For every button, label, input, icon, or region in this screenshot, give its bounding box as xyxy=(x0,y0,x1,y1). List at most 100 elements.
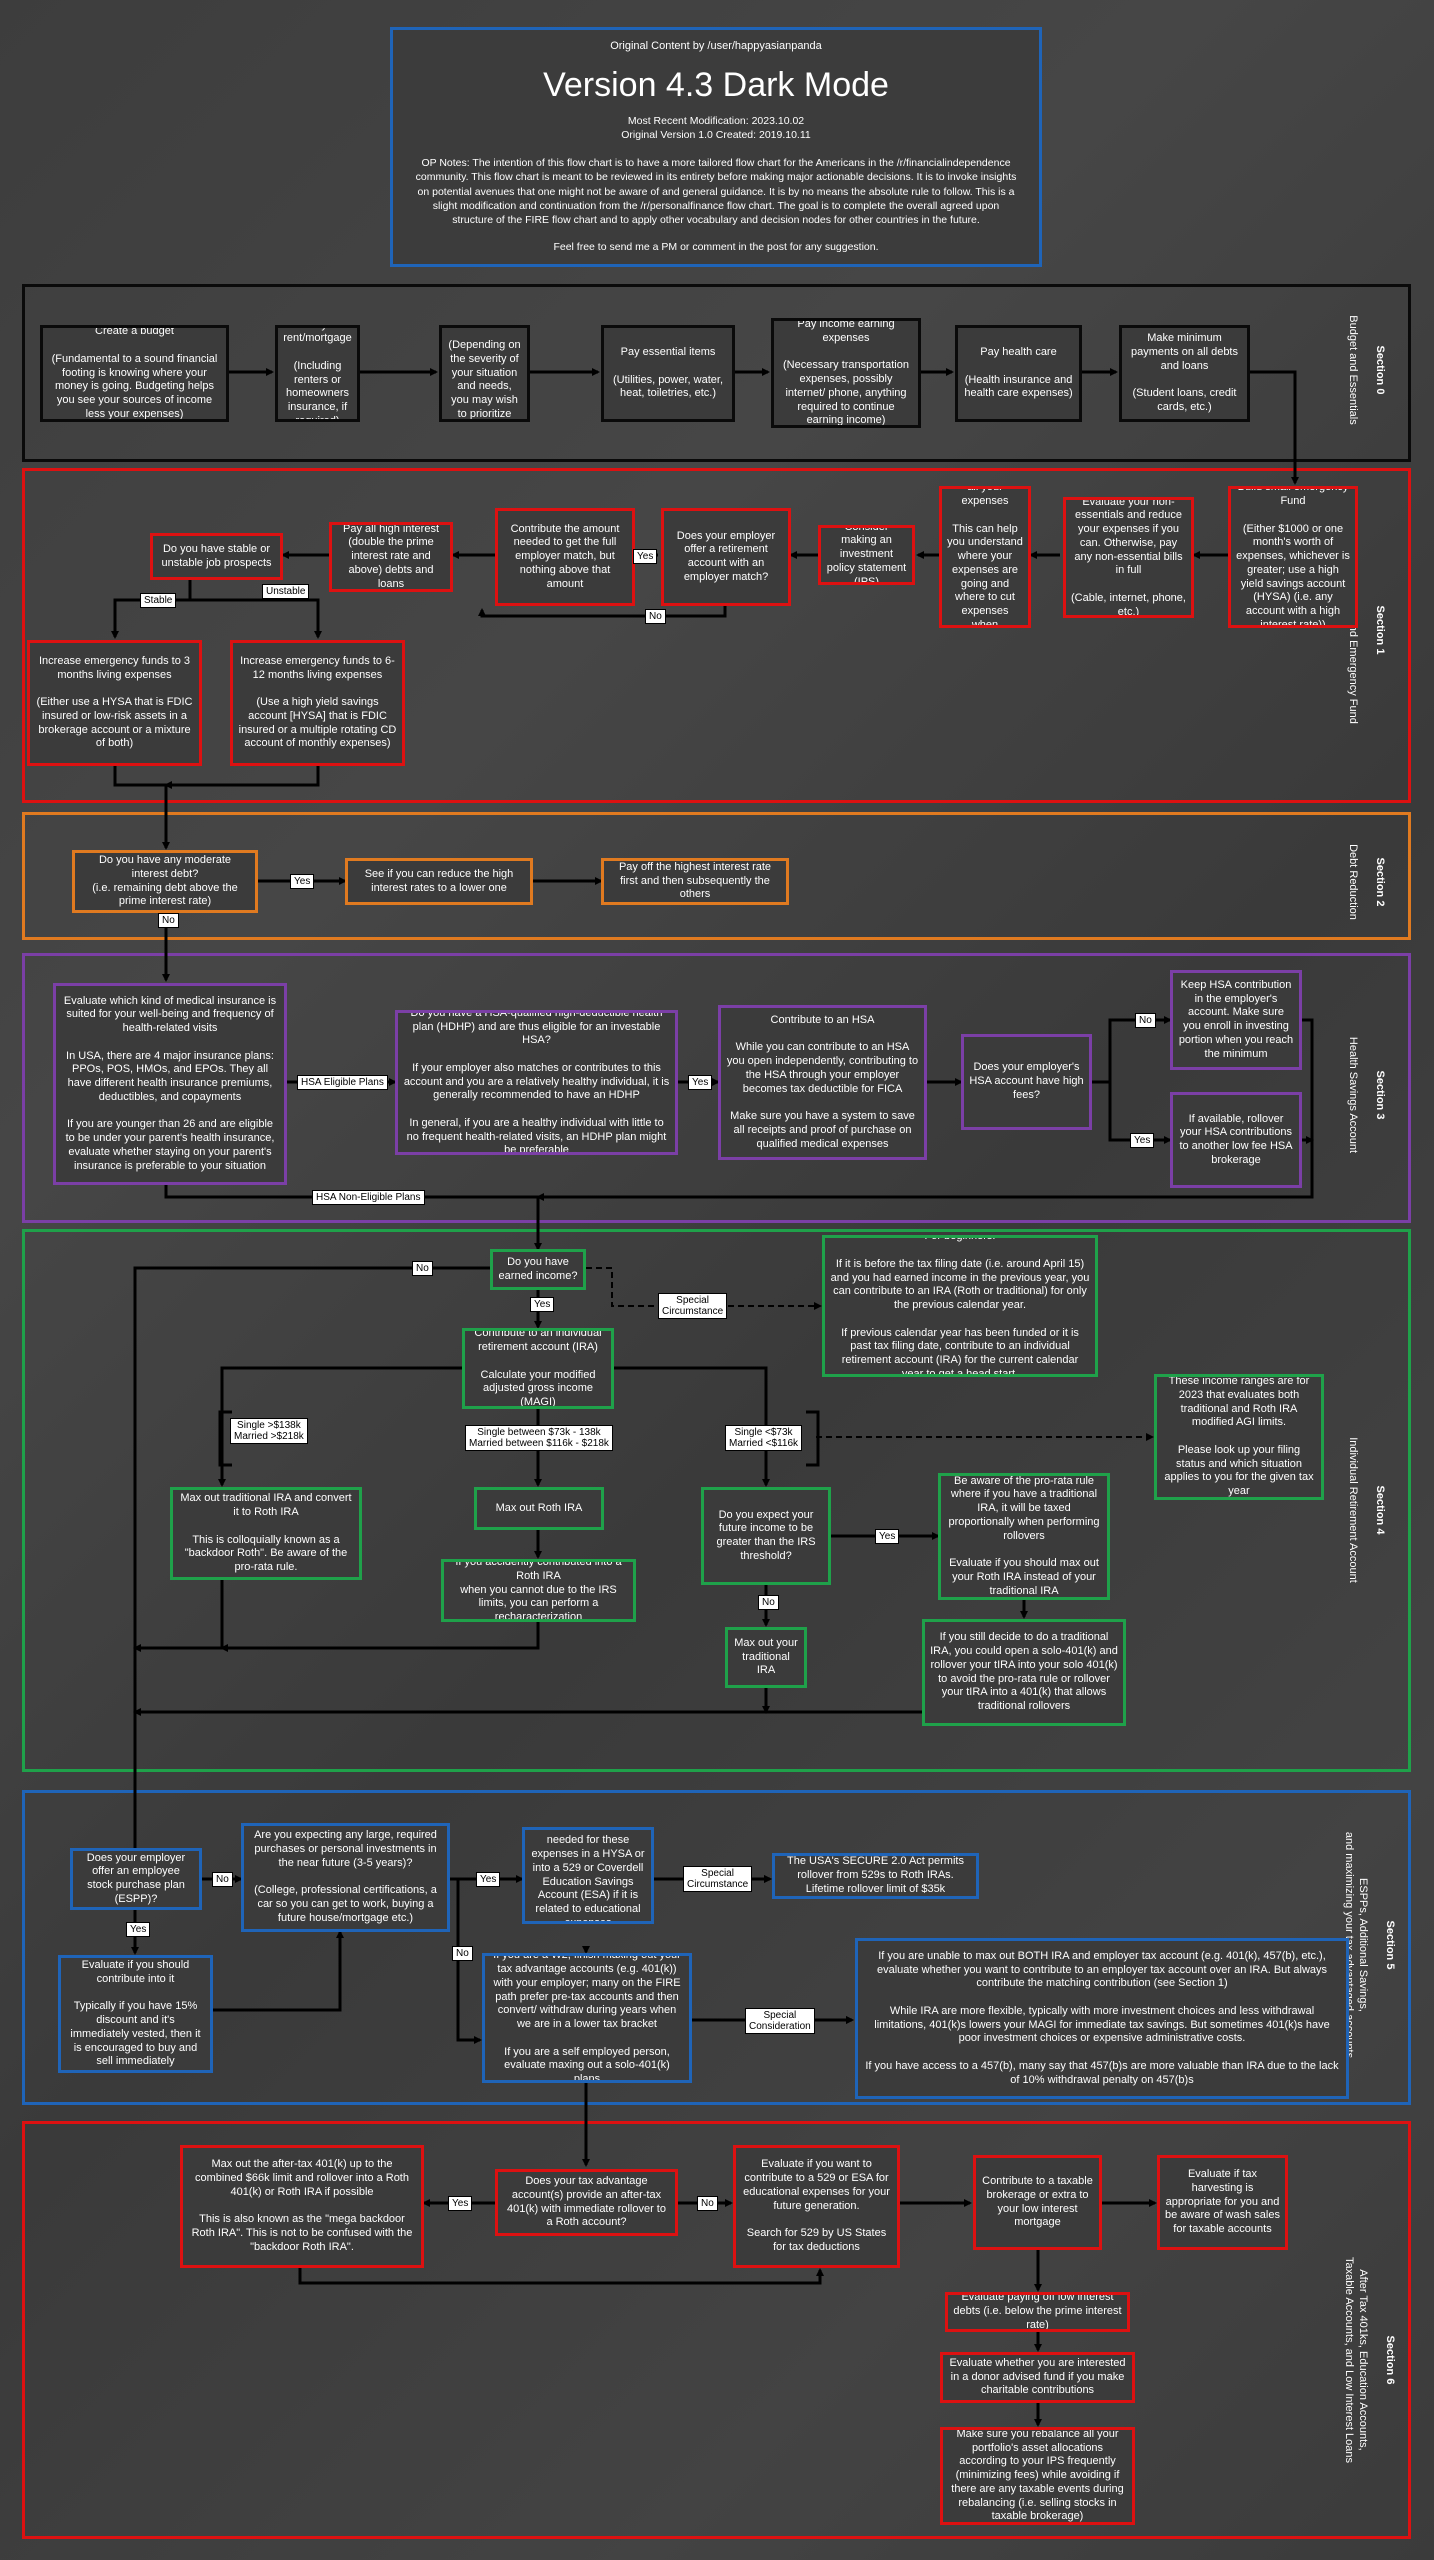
node-espp-question-text: Does your employer offer an employee sto… xyxy=(86,1851,186,1905)
section-6-label: Section 6 After Tax 401ks, Education Acc… xyxy=(1341,2240,1410,2480)
node-pay-health-care: Pay health care (Health insurance and he… xyxy=(955,325,1082,422)
node-backdoor-roth: Max out traditional IRA and convert it t… xyxy=(170,1487,362,1580)
edge-min-smallef xyxy=(1250,370,1299,485)
node-large-purchases-question-text: Are you expecting any large, required pu… xyxy=(254,1829,437,1924)
node-education-accounts-text: Evaluate if you want to contribute to a … xyxy=(743,2158,890,2253)
node-pay-income-expenses-text: Pay income earning expenses (Necessary t… xyxy=(783,318,909,427)
tag-income-low: Single <$73k Married <$116k xyxy=(725,1425,803,1451)
node-low-interest-debts: Evaluate paying off low interest debts (… xyxy=(945,2292,1130,2332)
node-track-expenses-text: Keep track of all your expenses This can… xyxy=(947,486,1023,628)
edge-mega-loop xyxy=(298,2268,824,2285)
node-medical-insurance: Evaluate which kind of medical insurance… xyxy=(53,983,287,1185)
tag-stable: Stable xyxy=(140,593,177,608)
section-4-frame xyxy=(22,1229,1411,1772)
node-keep-hsa: Keep HSA contribution in the employer's … xyxy=(1170,970,1302,1070)
node-small-emergency-fund-text: Build small emergency Fund (Either $1000… xyxy=(1236,486,1350,628)
node-emergency-6-12-months: Increase emergency funds to 6-12 months … xyxy=(230,640,405,766)
node-rollover-hsa-text: If available, rollover your HSA contribu… xyxy=(1179,1112,1293,1166)
tag-espp-yes: Yes xyxy=(126,1922,151,1937)
node-contribute-match: Contribute the amount needed to get the … xyxy=(495,508,635,606)
node-reduce-interest-text: See if you can reduce the high interest … xyxy=(364,867,514,894)
tag-fees-yes: Yes xyxy=(1130,1133,1155,1148)
node-pay-income-expenses: Pay income earning expenses (Necessary t… xyxy=(771,318,921,428)
section-3-number: Section 3 xyxy=(1374,1070,1387,1120)
tag-match-no: No xyxy=(645,609,666,624)
node-income-ranges-note: These income ranges are for 2023 that ev… xyxy=(1154,1374,1324,1500)
node-secure-act: The USA's SECURE 2.0 Act permits rollove… xyxy=(772,1853,979,1899)
node-create-budget: Create a budget (Fundamental to a sound … xyxy=(40,325,229,422)
node-pay-health-care-text: Pay health care (Health insurance and he… xyxy=(964,346,1073,400)
section-5-label: Section 5 ESPPs, Additional Savings, and… xyxy=(1341,1830,1410,2060)
node-hdhp-question: Do you have a HSA-qualified high-deducti… xyxy=(395,1010,678,1155)
section-2-name: Debt Reduction xyxy=(1346,844,1359,920)
tag-match-yes: Yes xyxy=(633,549,658,564)
node-unable-to-max: If you are unable to max out BOTH IRA an… xyxy=(855,1938,1349,2099)
node-save-529-text: Save the amount needed for these expense… xyxy=(531,1830,645,1924)
node-high-interest-debts: Pay all high interest (double the prime … xyxy=(329,522,453,592)
edge-ef6-to-s2 xyxy=(164,766,320,789)
node-tax-harvesting-text: Evaluate if tax harvesting is appropriat… xyxy=(1165,2168,1280,2236)
section-6-name: After Tax 401ks, Education Accounts, Tax… xyxy=(1343,2256,1369,2464)
node-evaluate-espp: Evaluate if you should contribute into i… xyxy=(58,1955,213,2073)
section-3-label: Section 3 Health Savings Account xyxy=(1345,1020,1400,1170)
tag-income-high: Single >$138k Married >$218k xyxy=(230,1418,308,1444)
node-max-tax-advantage: If you are a W2, finish maxing out your … xyxy=(482,1953,692,2083)
node-donor-advised-fund: Evaluate whether you are interested in a… xyxy=(940,2352,1135,2403)
node-contribute-hsa-text: Contribute to an HSA While you can contr… xyxy=(726,1013,919,1150)
node-job-stability-question-text: Do you have stable or unstable job prosp… xyxy=(161,542,272,569)
section-2-label: Section 2 Debt Reduction xyxy=(1345,832,1400,932)
header-panel: Original Content by /user/happyasianpand… xyxy=(390,27,1042,267)
edge-stable-3 xyxy=(111,580,192,639)
tag-earned-yes: Yes xyxy=(530,1297,555,1312)
tag-hsa-non-eligible: HSA Non-Eligible Plans xyxy=(312,1190,425,1205)
section-0-number: Section 0 xyxy=(1374,345,1387,395)
edge-fees-no xyxy=(1092,1016,1172,1084)
section-0-name: Budget and Essentials xyxy=(1346,315,1359,425)
node-earned-income-question: Do you have earned income? xyxy=(490,1249,586,1290)
section-4-name: Individual Retirement Account xyxy=(1346,1437,1359,1583)
section-6-number: Section 6 xyxy=(1384,2335,1397,2385)
node-pay-essential: Pay essential items (Utilities, power, w… xyxy=(601,325,735,422)
node-high-interest-debts-text: Pay all high interest (double the prime … xyxy=(343,522,439,590)
edge-ira-to-high xyxy=(218,1366,462,1487)
node-mega-backdoor: Max out the after-tax 401(k) up to the c… xyxy=(180,2145,424,2268)
node-pay-rent-text: Pay rent/mortgage (Including renters or … xyxy=(283,328,352,422)
section-6-frame xyxy=(22,2121,1411,2539)
node-max-tax-advantage-text: If you are a W2, finish maxing out your … xyxy=(493,1953,681,2083)
edge-esppeval-large xyxy=(212,1930,344,2012)
node-moderate-debt-question-text: Do you have any moderate interest debt? … xyxy=(92,854,238,908)
section-0-frame xyxy=(22,284,1411,462)
tag-fees-no: No xyxy=(1135,1013,1156,1028)
node-evaluate-espp-text: Evaluate if you should contribute into i… xyxy=(70,1959,201,2068)
edge-s4-merge2 xyxy=(220,1622,540,1652)
node-ips: Consider making an investment policy sta… xyxy=(818,525,915,585)
tag-large-no: No xyxy=(452,1946,473,1961)
node-keep-hsa-text: Keep HSA contribution in the employer's … xyxy=(1178,978,1294,1060)
edge-large-no-w2 xyxy=(456,1879,482,2044)
node-contribute-hsa: Contribute to an HSA While you can contr… xyxy=(718,1005,927,1160)
credit-text: Original Content by /user/happyasianpand… xyxy=(610,40,822,52)
node-buy-food-text: Buy food/groceries (Depending on the sev… xyxy=(448,339,521,420)
node-prorata-rule-text: Be aware of the pro-rata rule where if y… xyxy=(948,1474,1100,1597)
node-max-roth-ira: Max out Roth IRA xyxy=(474,1487,604,1530)
tag-special-circumstance-1: Special Circumstance xyxy=(658,1293,728,1319)
node-emergency-3-months: Increase emergency funds to 3 months liv… xyxy=(27,640,202,766)
node-income-ranges-note-text: These income ranges are for 2023 that ev… xyxy=(1164,1375,1314,1498)
node-max-traditional-ira: Max out your traditional IRA xyxy=(725,1627,807,1688)
tag-aftertax-yes: Yes xyxy=(448,2196,473,2211)
section-1-frame xyxy=(22,468,1411,803)
node-after-tax-question-text: Does your tax advantage account(s) provi… xyxy=(507,2175,666,2229)
node-max-traditional-ira-text: Max out your traditional IRA xyxy=(734,1636,798,1677)
feedback-note: Feel free to send me a PM or comment in … xyxy=(553,241,879,254)
node-contribute-ira: Contribute to an individual retirement a… xyxy=(462,1328,614,1409)
node-solo-401k-text: If you still decide to do a traditional … xyxy=(930,1631,1118,1712)
node-pay-essential-text: Pay essential items (Utilities, power, w… xyxy=(612,346,724,400)
tag-large-yes: Yes xyxy=(476,1872,501,1887)
node-low-interest-debts-text: Evaluate paying off low interest debts (… xyxy=(953,2292,1122,2331)
section-5-frame xyxy=(22,1790,1411,2105)
node-payoff-highest-text: Pay off the highest interest rate first … xyxy=(618,860,772,901)
node-evaluate-nonessentials-text: Evaluate your non-essentials and reduce … xyxy=(1071,497,1186,618)
tag-future-no: No xyxy=(758,1595,779,1610)
node-hdhp-question-text: Do you have a HSA-qualified high-deducti… xyxy=(403,1010,670,1155)
node-espp-question: Does your employer offer an employee sto… xyxy=(70,1848,202,1910)
